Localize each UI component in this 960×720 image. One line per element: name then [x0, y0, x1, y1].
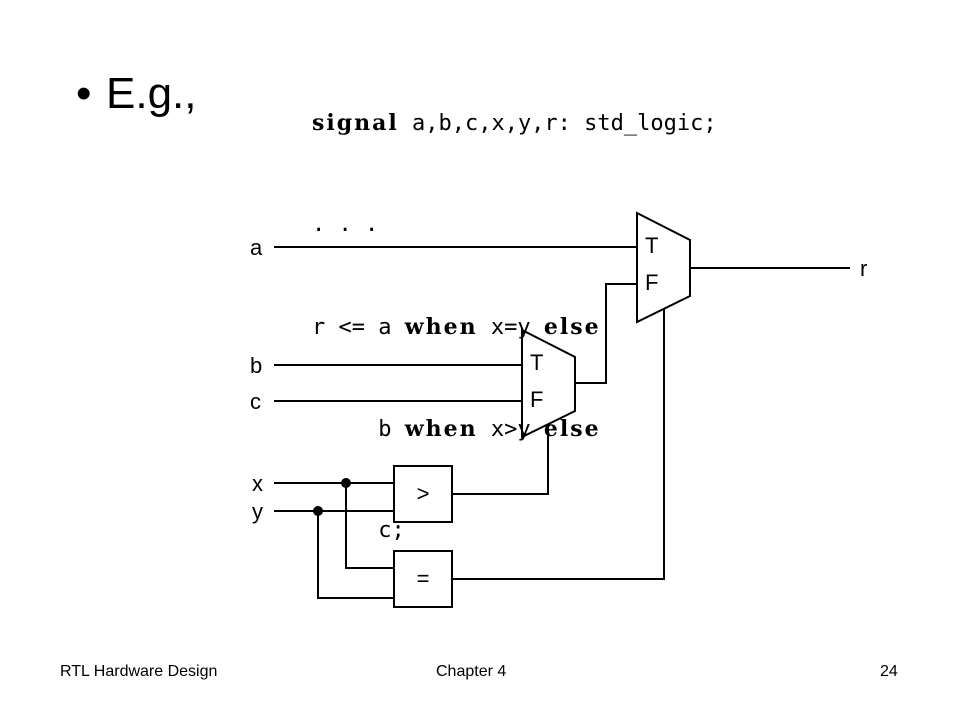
- label-y: y: [252, 499, 263, 524]
- code-text: b: [378, 417, 392, 442]
- wire-eq-to-mux1: [452, 309, 665, 580]
- code-text: a: [378, 315, 392, 340]
- code-line-3: r <= a when x=y else: [312, 310, 717, 344]
- code-keyword: signal: [312, 110, 399, 136]
- mux-1-shape: [636, 211, 691, 324]
- junction-dot: [313, 506, 323, 516]
- wire-gt-to-mux2: [452, 425, 549, 495]
- wire-x-to-eq: [345, 483, 394, 569]
- wire-mux2-to-mux1: [575, 283, 637, 384]
- code-keyword: when: [404, 314, 478, 340]
- code-text: x>y: [490, 417, 531, 442]
- label-c: c: [250, 389, 261, 414]
- mux-2-true-label: T: [530, 350, 543, 375]
- label-r: r: [860, 256, 867, 281]
- mux-1-true-label: T: [645, 233, 658, 258]
- comparator-gt-label: >: [417, 481, 430, 506]
- footer-left: RTL Hardware Design: [60, 663, 218, 680]
- code-keyword: else: [543, 314, 601, 340]
- label-a: a: [250, 235, 263, 260]
- code-text: r <=: [312, 315, 379, 340]
- footer-center: Chapter 4: [436, 663, 507, 680]
- bullet-item: • E.g.,: [76, 64, 197, 124]
- wire-y-to-eq: [317, 511, 394, 599]
- comparator-eq-label: =: [417, 566, 430, 591]
- junction-dot: [341, 478, 351, 488]
- label-b: b: [250, 353, 262, 378]
- label-x: x: [252, 471, 263, 496]
- mux-2-false-label: F: [530, 387, 543, 412]
- bullet-marker: •: [76, 69, 92, 118]
- code-text: a,b,c,x,y,r: std_logic;: [398, 111, 717, 136]
- code-line-4: b when x>y else: [312, 412, 717, 446]
- bullet-text: E.g.,: [106, 69, 197, 118]
- code-keyword: else: [543, 416, 601, 442]
- footer-page-number: 24: [880, 663, 898, 680]
- code-text: x=y: [490, 315, 531, 340]
- code-keyword: when: [404, 416, 478, 442]
- vhdl-code-block: signal a,b,c,x,y,r: std_logic; . . . r <…: [312, 38, 717, 582]
- mux-1-false-label: F: [645, 270, 658, 295]
- code-line-1: signal a,b,c,x,y,r: std_logic;: [312, 106, 717, 140]
- mux-2-shape: [521, 328, 576, 439]
- code-line-2: . . .: [312, 212, 379, 237]
